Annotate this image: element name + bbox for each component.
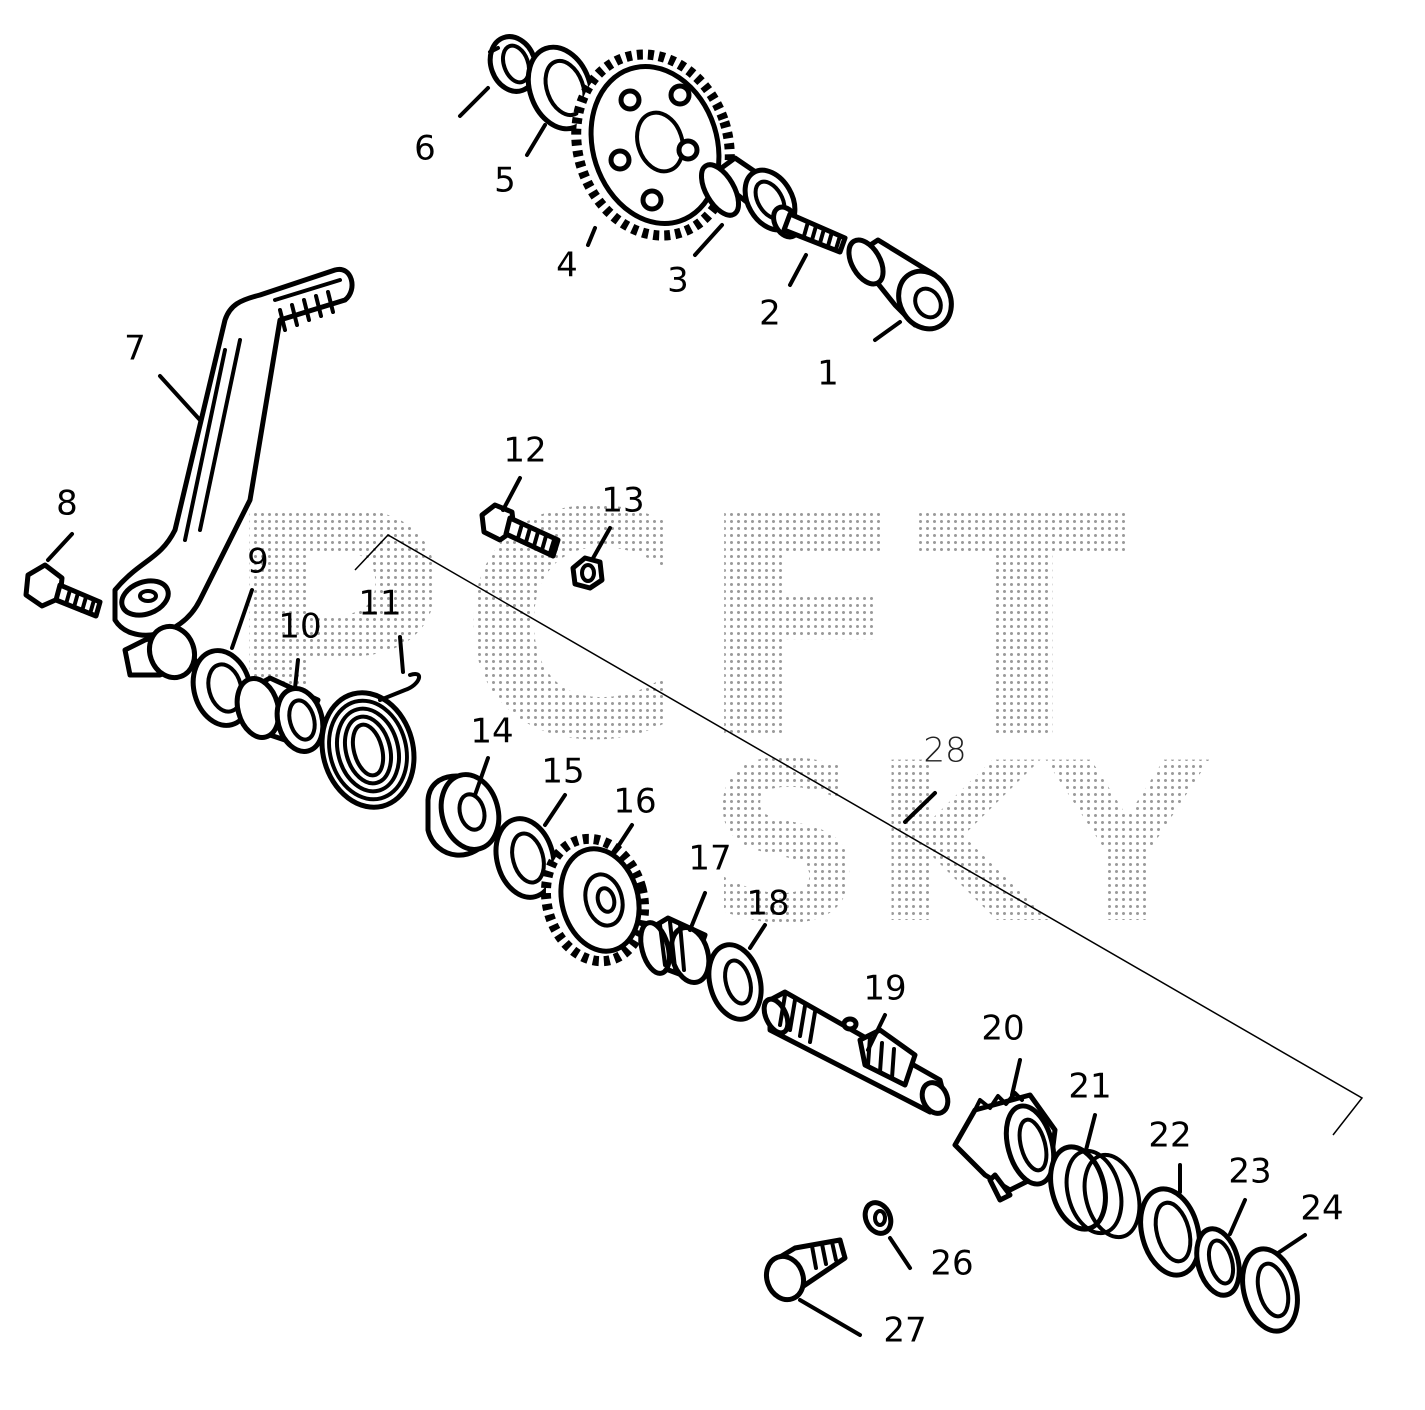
part-16-gear [540, 833, 650, 967]
part-11-spring [319, 672, 421, 810]
part-18-washer [706, 942, 764, 1022]
label-24: 24 [1300, 1189, 1343, 1229]
label-1: 1 [817, 354, 839, 394]
part-17-bearing [638, 915, 712, 985]
label-5: 5 [494, 161, 516, 201]
part-8-bolt [23, 562, 103, 619]
leader-lines [46, 86, 1307, 1337]
label-8: 8 [56, 484, 78, 524]
label-20: 20 [981, 1009, 1024, 1049]
label-18: 18 [746, 884, 789, 924]
part-6-circlip [487, 34, 539, 94]
label-17: 17 [688, 839, 731, 879]
label-7: 7 [124, 329, 146, 369]
part-22-washer [1138, 1186, 1202, 1278]
label-26: 26 [930, 1244, 973, 1284]
label-14: 14 [470, 712, 513, 752]
watermark-line2: SKY [707, 716, 1213, 972]
part-7-kick-lever [112, 266, 355, 681]
label-22: 22 [1148, 1116, 1191, 1156]
assembly-28-bracket [354, 534, 1364, 1136]
part-4-gear [571, 49, 735, 241]
part-20-ratchet [952, 1091, 1058, 1203]
label-27: 27 [883, 1311, 926, 1351]
label-21: 21 [1068, 1067, 1111, 1107]
label-19: 19 [863, 969, 906, 1009]
label-10: 10 [278, 607, 321, 647]
part-13-nut [570, 555, 605, 591]
part-labels: 1 2 3 4 5 6 7 8 9 10 11 12 13 14 15 16 1… [56, 129, 1343, 1351]
part-2-bolt [771, 204, 848, 255]
label-16: 16 [613, 782, 656, 822]
label-6: 6 [414, 129, 436, 169]
part-26-washer [862, 1200, 894, 1236]
part-1-sleeve [846, 237, 954, 332]
label-4: 4 [556, 246, 578, 286]
part-15-washer [493, 816, 557, 900]
label-9: 9 [247, 542, 269, 582]
label-2: 2 [759, 294, 781, 334]
label-11: 11 [358, 584, 401, 624]
label-13: 13 [601, 481, 644, 521]
part-19-shaft [761, 989, 951, 1116]
label-12: 12 [503, 431, 546, 471]
part-27-bolt [763, 1237, 848, 1303]
label-28: 28 [923, 731, 966, 771]
part-12-bolt [479, 502, 561, 559]
label-23: 23 [1228, 1152, 1271, 1192]
label-15: 15 [541, 752, 584, 792]
label-3: 3 [667, 261, 689, 301]
part-10-bushing [234, 675, 326, 754]
part-21-spring [1048, 1144, 1142, 1240]
part-24-washer [1240, 1246, 1300, 1334]
part-23-circlip [1194, 1226, 1242, 1298]
